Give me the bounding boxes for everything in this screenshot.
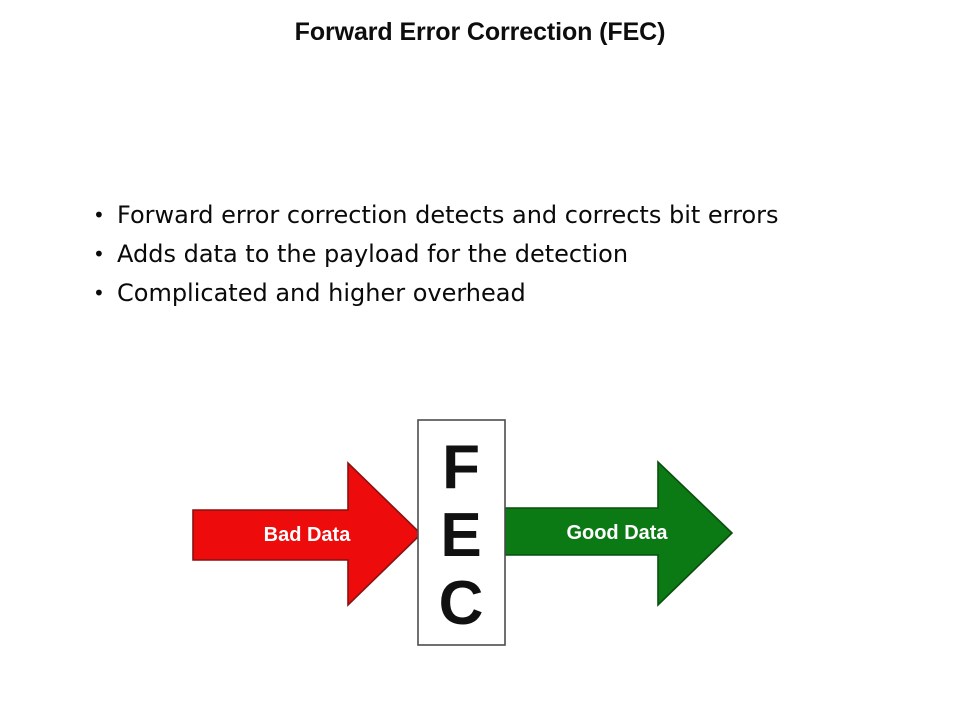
input-arrow-label: Bad Data xyxy=(264,524,352,546)
bullet-marker-icon: • xyxy=(93,203,105,227)
fec-letter-e: E xyxy=(440,501,481,570)
fec-letter-c: C xyxy=(439,569,484,638)
output-arrow-good-data: Good Data xyxy=(504,460,734,607)
output-arrow-label: Good Data xyxy=(566,522,668,544)
fec-letter-f: F xyxy=(442,433,480,502)
list-item: • Adds data to the payload for the detec… xyxy=(90,235,910,274)
list-item: • Complicated and higher overhead xyxy=(90,274,910,313)
list-item-text: Forward error correction detects and cor… xyxy=(117,201,779,229)
bullet-marker-icon: • xyxy=(93,242,105,266)
input-arrow-bad-data: Bad Data xyxy=(192,461,423,607)
right-arrow-icon xyxy=(504,460,734,607)
page-title: Forward Error Correction (FEC) xyxy=(294,18,666,46)
right-arrow-icon xyxy=(192,461,423,607)
list-item-text: Adds data to the payload for the detecti… xyxy=(117,240,629,268)
bullet-list: • Forward error correction detects and c… xyxy=(90,196,910,313)
fec-box-outline xyxy=(417,419,506,646)
bullet-marker-icon: • xyxy=(93,281,105,305)
list-item-text: Complicated and higher overhead xyxy=(117,279,526,307)
list-item: • Forward error correction detects and c… xyxy=(90,196,910,235)
fec-processor-box: F E C xyxy=(417,419,506,646)
